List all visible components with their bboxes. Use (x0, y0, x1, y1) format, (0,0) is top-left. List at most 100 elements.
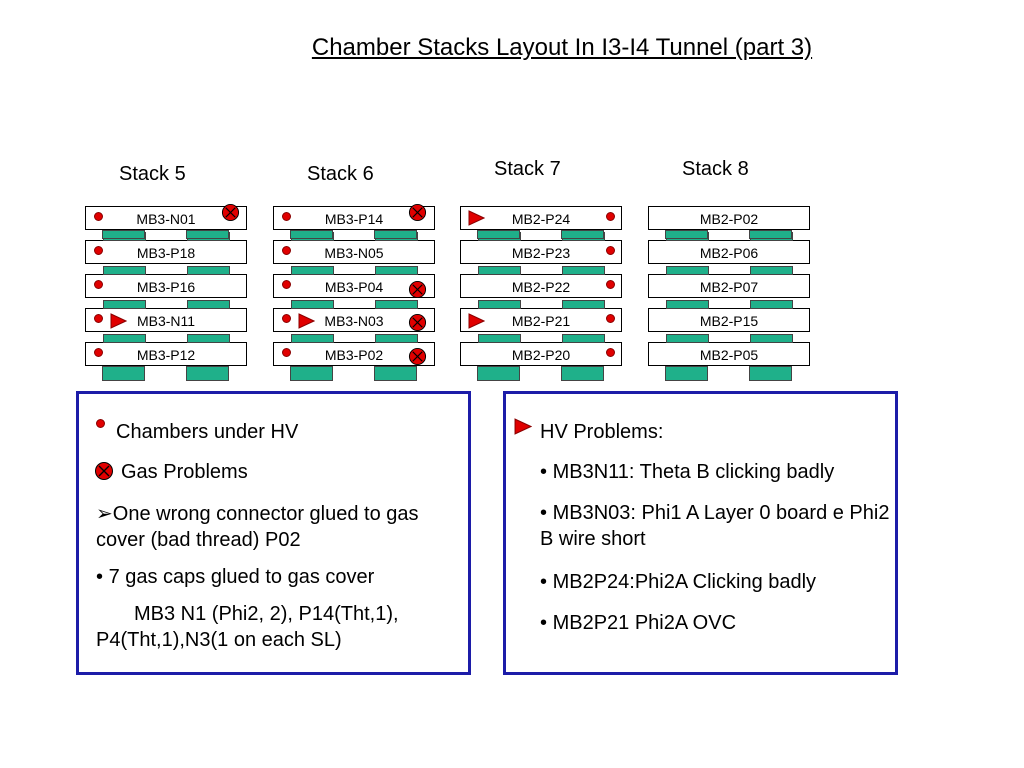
hv-dot-icon (96, 419, 105, 428)
chamber-foot (750, 266, 793, 275)
chamber-foot (478, 266, 521, 275)
bullet-icon: • (540, 502, 548, 524)
hv-dot-icon (606, 246, 615, 255)
hv-dot-icon (282, 246, 291, 255)
chamber-foot (187, 334, 230, 343)
chamber-foot (291, 300, 334, 309)
hv-dot-icon (282, 212, 291, 221)
hv-problems-box: HV Problems: • MB3N11: Theta B clicking … (503, 391, 898, 675)
chamber-foot (374, 366, 417, 381)
chamber-label: MB2-P24 (511, 211, 571, 227)
hv-dot-icon (282, 280, 291, 289)
chamber-foot (186, 366, 229, 381)
gas-problem-icon (408, 347, 427, 366)
chamber-label: MB2-P23 (511, 245, 571, 261)
chamber-mb3-p16: MB3-P16 (85, 266, 247, 298)
hv-problem-text: MB3N03: Phi1 A Layer 0 board e Phi2 B wi… (540, 502, 890, 550)
stack-label-6: Stack 6 (307, 163, 374, 185)
hv-problem-triangle-icon (110, 313, 127, 329)
chamber-foot (103, 266, 146, 275)
chamber-mb2-p23: MB2-P23 (460, 232, 622, 264)
chamber-foot (374, 230, 417, 239)
caps-note: • 7 gas caps glued to gas cover (96, 564, 374, 590)
hv-dot-icon (606, 314, 615, 323)
chamber-foot (666, 300, 709, 309)
hv-problem-triangle-icon (514, 418, 532, 435)
arrow-bullet-icon: ➢ (96, 503, 113, 525)
caps-note-text: 7 gas caps glued to gas cover (108, 566, 375, 588)
chamber-foot (561, 366, 604, 381)
chamber-foot (375, 266, 418, 275)
chamber-mb3-n05: MB3-N05 (273, 232, 435, 264)
chamber-foot (750, 300, 793, 309)
hv-problem-item: • MB2P24:Phi2A Clicking badly (540, 569, 816, 595)
chamber-foot (187, 266, 230, 275)
chamber-mb2-p02: MB2-P02 (648, 206, 810, 230)
chamber-foot (103, 334, 146, 343)
chamber-mb3-p02: MB3-P02 (273, 334, 435, 366)
chamber-foot (665, 230, 708, 239)
hv-problem-triangle-icon (298, 313, 315, 329)
connector-note: ➢One wrong connector glued to gas cover … (96, 501, 446, 553)
bullet-icon: • (96, 566, 104, 588)
chamber-foot (665, 366, 708, 381)
page-title: Chamber Stacks Layout In I3-I4 Tunnel (p… (311, 34, 813, 61)
chamber-label: MB3-N11 (136, 313, 196, 329)
hv-problem-text: MB2P21 Phi2A OVC (552, 612, 737, 634)
stack-label-5: Stack 5 (119, 163, 186, 185)
gas-problem-icon (95, 462, 113, 480)
hv-dot-icon (282, 314, 291, 323)
chamber-label: MB3-N03 (324, 313, 384, 329)
chamber-mb2-p07: MB2-P07 (648, 266, 810, 298)
chamber-foot (477, 230, 520, 239)
chamber-foot (562, 334, 605, 343)
gas-legend-label: Gas Problems (121, 461, 248, 483)
chamber-foot (749, 366, 792, 381)
stack-label-7: Stack 7 (494, 158, 561, 180)
chamber-label: MB3-N01 (136, 211, 196, 227)
chamber-foot (749, 230, 792, 239)
hv-problem-item: • MB2P21 Phi2A OVC (540, 610, 736, 636)
chamber-foot (290, 366, 333, 381)
chamber-foot (375, 334, 418, 343)
chamber-foot (187, 300, 230, 309)
chamber-label: MB3-P12 (136, 347, 196, 363)
chamber-foot (291, 266, 334, 275)
hv-dot-icon (94, 280, 103, 289)
chamber-foot (750, 334, 793, 343)
chamber-foot (102, 366, 145, 381)
gas-problem-icon (221, 203, 240, 222)
chamber-mb2-p20: MB2-P20 (460, 334, 622, 366)
chamber-mb2-p15: MB2-P15 (648, 300, 810, 332)
hv-problems-heading: HV Problems: (540, 421, 664, 443)
chamber-foot (666, 334, 709, 343)
chamber-label: MB3-P16 (136, 279, 196, 295)
chamber-foot (103, 300, 146, 309)
chamber-mb3-p14: MB3-P14 (273, 206, 435, 230)
chamber-label: MB3-P04 (324, 279, 384, 295)
gas-problem-icon (408, 203, 427, 222)
hv-dot-icon (94, 314, 103, 323)
chamber-foot (561, 230, 604, 239)
hv-problem-item: • MB3N11: Theta B clicking badly (540, 459, 834, 485)
caps-detail: MB3 N1 (Phi2, 2), P14(Tht,1), P4(Tht,1),… (96, 603, 399, 651)
legend-box: Chambers under HV Gas Problems ➢One wron… (76, 391, 471, 675)
chamber-label: MB2-P22 (511, 279, 571, 295)
chamber-foot (290, 230, 333, 239)
chamber-label: MB2-P02 (699, 211, 759, 227)
chamber-foot (186, 230, 229, 239)
hv-dot-icon (606, 280, 615, 289)
chamber-label: MB3-P14 (324, 211, 384, 227)
chamber-foot (477, 366, 520, 381)
chamber-label: MB2-P15 (699, 313, 759, 329)
stack-label-8: Stack 8 (682, 158, 749, 180)
chamber-mb3-n01: MB3-N01 (85, 206, 247, 230)
gas-problem-icon (408, 280, 427, 299)
gas-problem-icon (408, 313, 427, 332)
hv-problem-text: MB3N11: Theta B clicking badly (552, 461, 835, 483)
connector-note-text: One wrong connector glued to gas cover (… (96, 503, 419, 551)
hv-problem-item: • MB3N03: Phi1 A Layer 0 board e Phi2 B … (540, 500, 895, 552)
chamber-mb3-p04: MB3-P04 (273, 266, 435, 298)
hv-dot-icon (606, 348, 615, 357)
bullet-icon: • (540, 571, 548, 593)
